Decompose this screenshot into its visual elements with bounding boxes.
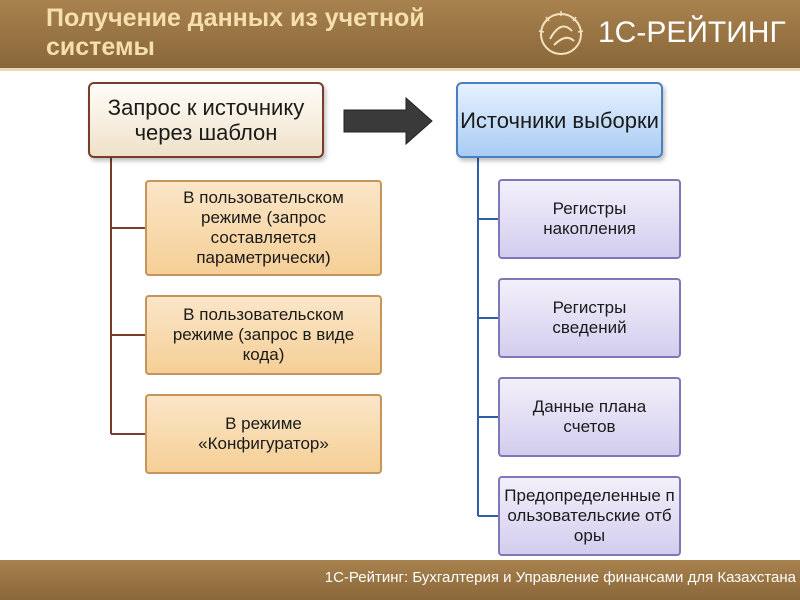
right-child-node: Регистры сведений bbox=[498, 278, 681, 358]
right-child-node: Предопределенные пользовательские отборы bbox=[498, 476, 681, 556]
right-arrow-icon bbox=[343, 96, 433, 146]
left-child-node: В пользовательском режиме (запрос состав… bbox=[145, 180, 382, 276]
right-child-label: Регистры сведений bbox=[552, 298, 627, 337]
header-divider bbox=[0, 68, 800, 71]
right-child-label: Регистры накопления bbox=[543, 199, 636, 238]
left-root-node: Запрос к источнику через шаблон bbox=[88, 82, 324, 158]
brand-logo-icon bbox=[538, 11, 584, 55]
left-child-node: В режиме «Конфигуратор» bbox=[145, 394, 382, 474]
footer-caption: 1С-Рейтинг: Бухгалтерия и Управление фин… bbox=[324, 569, 796, 586]
slide-title: Получение данных из учетной системы bbox=[46, 4, 425, 61]
left-child-label: В режиме «Конфигуратор» bbox=[198, 414, 329, 453]
right-child-label: Данные плана счетов bbox=[532, 397, 647, 436]
right-root-node: Источники выборки bbox=[456, 82, 663, 158]
right-child-node: Данные плана счетов bbox=[498, 377, 681, 457]
brand-name: 1С-РЕЙТИНГ bbox=[598, 16, 786, 49]
right-root-label: Источники выборки bbox=[460, 107, 659, 133]
left-root-label: Запрос к источнику через шаблон bbox=[107, 95, 305, 145]
right-child-label: Предопределенные пользовательские отборы bbox=[504, 486, 675, 545]
left-child-label: В пользовательском режиме (запрос в виде… bbox=[172, 305, 355, 364]
footer-bar bbox=[0, 560, 800, 600]
right-child-node: Регистры накопления bbox=[498, 179, 681, 259]
header-bar bbox=[0, 0, 800, 68]
left-child-node: В пользовательском режиме (запрос в виде… bbox=[145, 295, 382, 375]
left-child-label: В пользовательском режиме (запрос состав… bbox=[183, 188, 344, 267]
